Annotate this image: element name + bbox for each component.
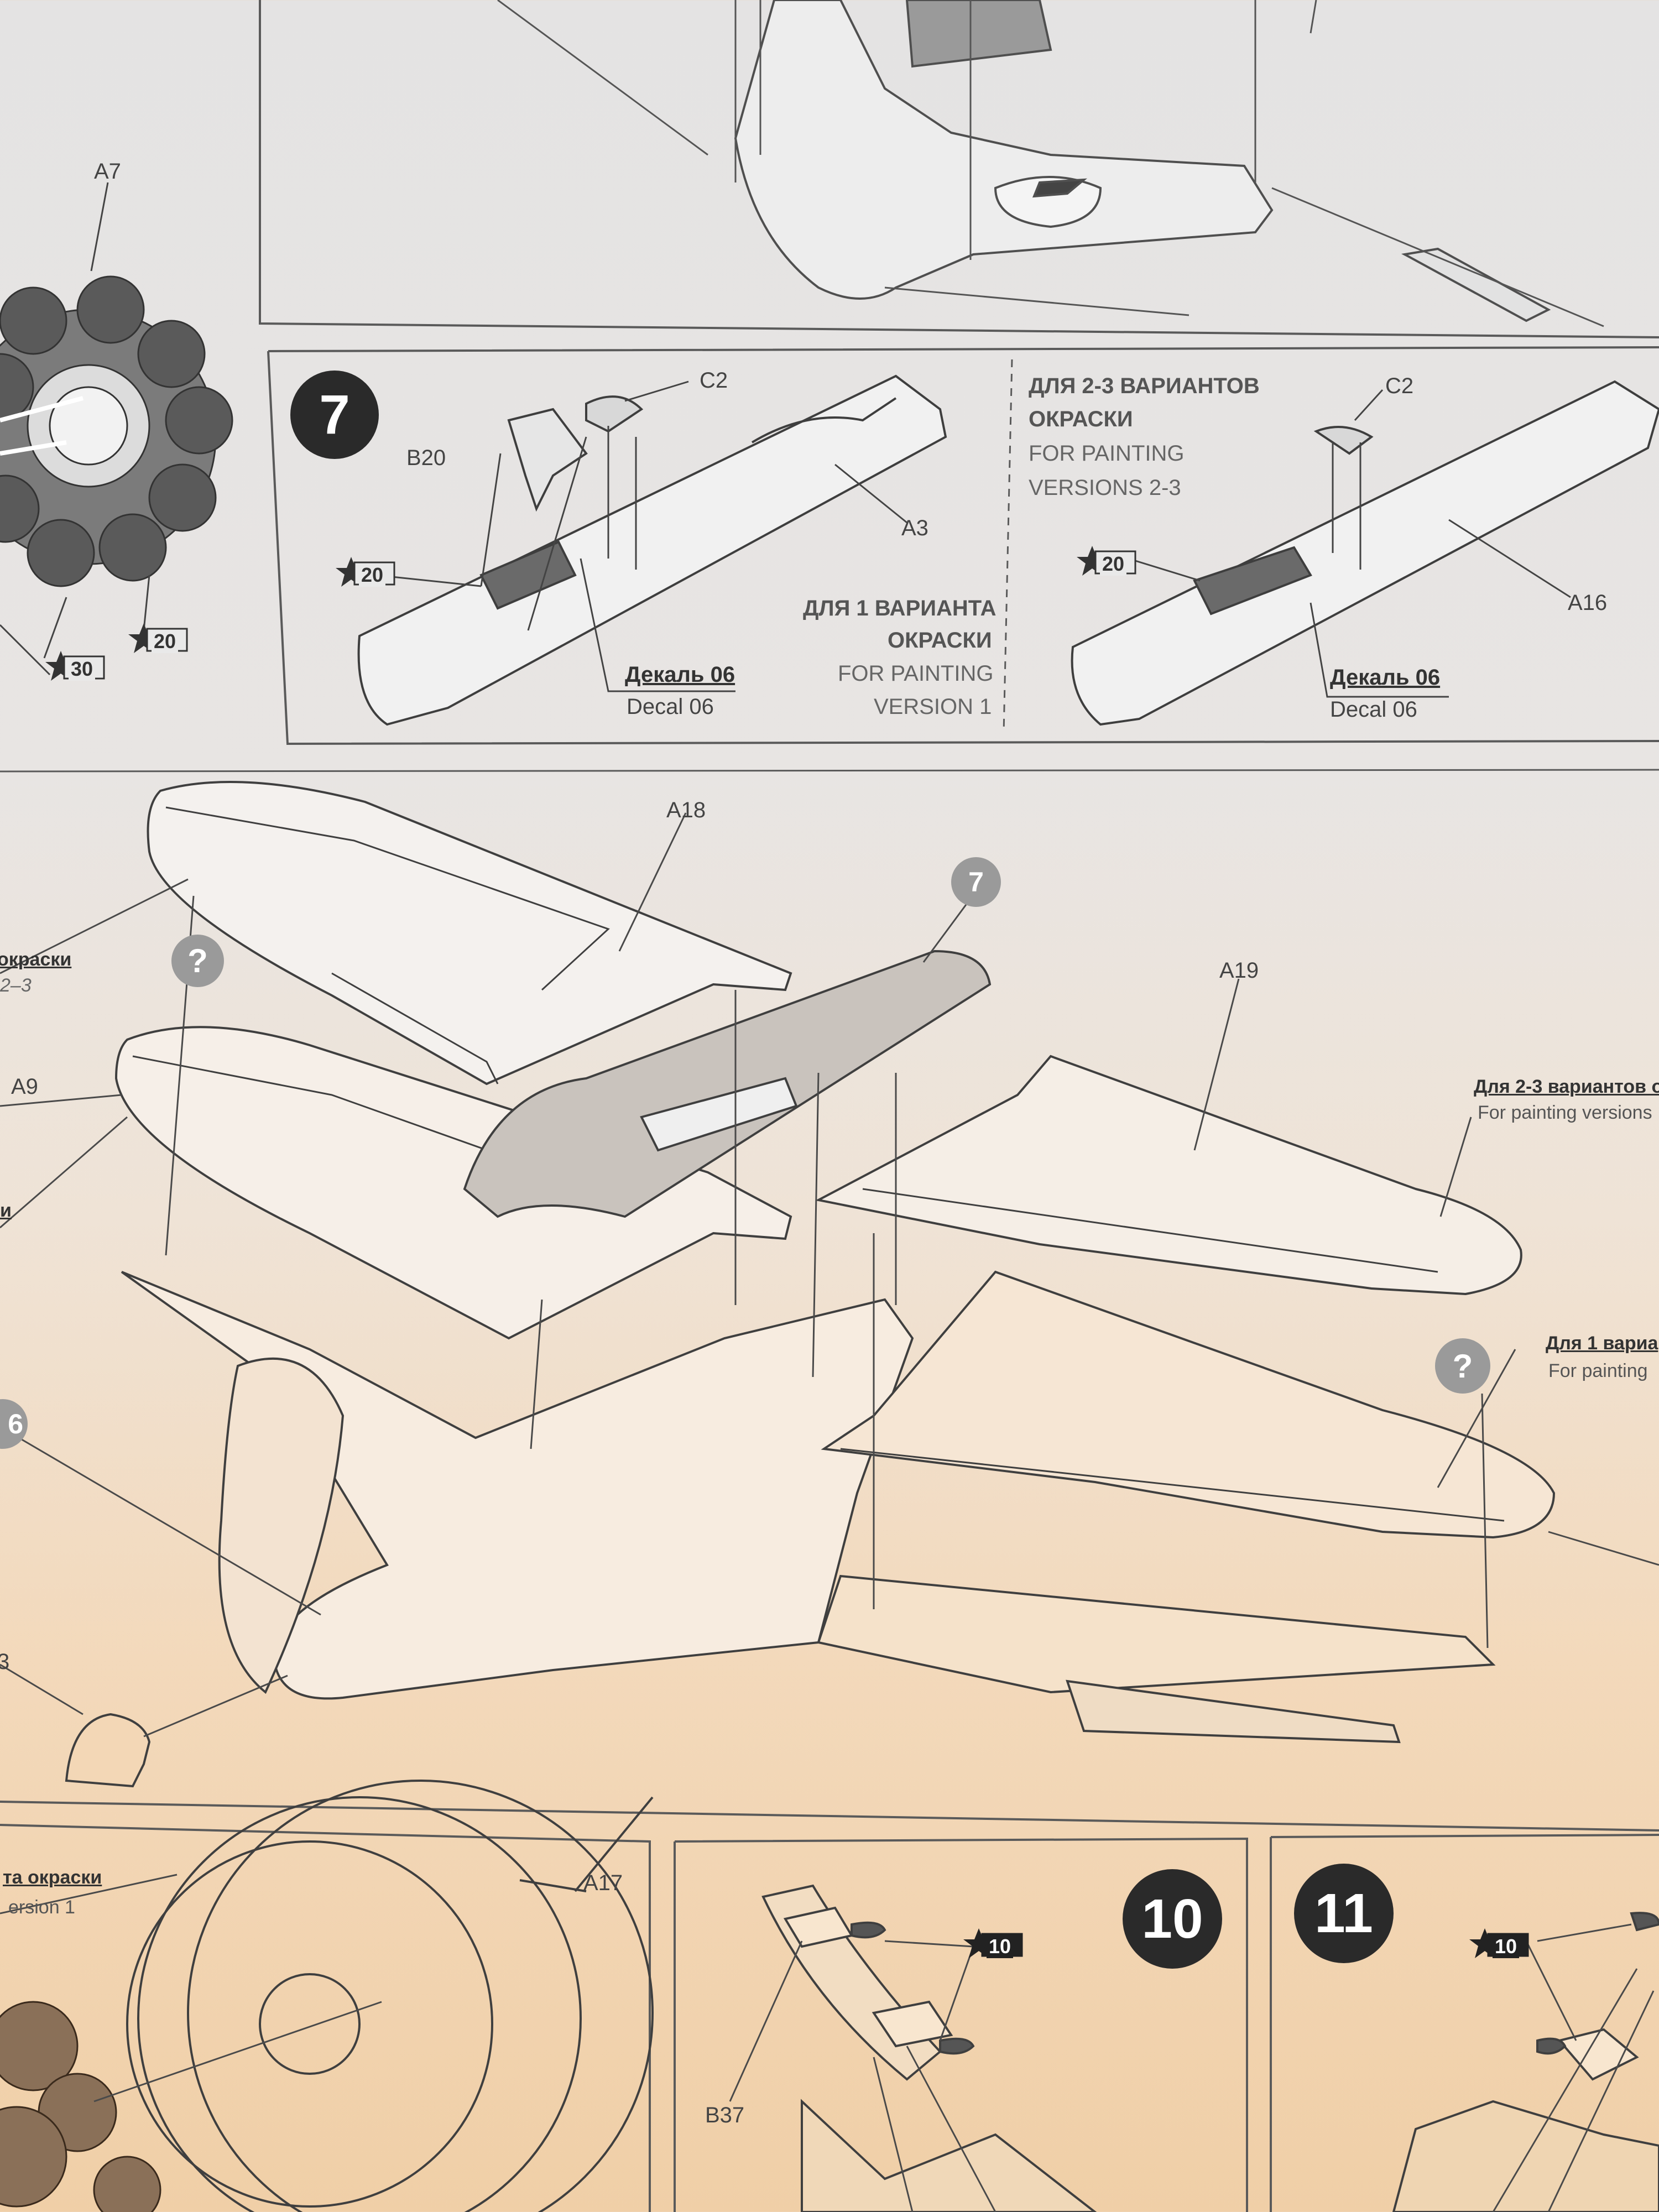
part-label-b37: B37	[705, 2103, 745, 2127]
paint-star-30-engine: 30	[44, 650, 105, 685]
right-versions-2-3-ru: Для 2-3 вариантов о	[1474, 1076, 1659, 1097]
part-label-a17: A17	[583, 1871, 623, 1895]
step-10-badge: 10	[1123, 1869, 1222, 1969]
right-version-1-en: For painting	[1548, 1360, 1648, 1381]
paint-star-20-step7-left-number: 20	[359, 564, 386, 587]
versions-2-3-note-ru-line2: ОКРАСКИ	[1029, 407, 1133, 431]
left-versions-23-note: 2–3	[0, 975, 32, 996]
versions-2-3-note-en-line2: VERSIONS 2-3	[1029, 476, 1181, 500]
paint-star-20-engine: 20	[127, 622, 188, 658]
unknown-step-badge-left: ?	[171, 935, 224, 987]
part-label-c2-left: C2	[700, 368, 728, 393]
decal-06-ru-left: Декаль 06	[625, 662, 735, 687]
engine-drawing	[0, 275, 233, 587]
step-11-badge: 11	[1294, 1864, 1394, 1963]
paint-star-30-engine-number: 30	[69, 658, 96, 681]
paint-star-10-step11: 10	[1468, 1927, 1529, 1963]
paint-star-10-step10: 10	[962, 1927, 1023, 1963]
part-label-a9: A9	[11, 1074, 38, 1099]
part-label-a7: A7	[94, 159, 121, 184]
part-label-a18: A18	[666, 798, 706, 822]
decal-06-ru-right: Декаль 06	[1330, 665, 1441, 690]
part-label-b20: B20	[406, 446, 446, 470]
part-label-a16: A16	[1568, 591, 1608, 615]
right-versions-2-3-en: For painting versions	[1478, 1102, 1652, 1123]
paint-star-20-step7-right: 20	[1076, 545, 1136, 580]
step-7-reference-badge: 7	[951, 857, 1001, 907]
bottom-version-1-ru: та окраски	[3, 1867, 102, 1888]
versions-2-3-note-ru-line1: ДЛЯ 2-3 ВАРИАНТОВ	[1029, 374, 1260, 398]
bottom-version-1-en: ersion 1	[8, 1897, 75, 1918]
version-1-note-ru-line2: ОКРАСКИ	[888, 628, 992, 653]
versions-2-3-note-en-line1: FOR PAINTING	[1029, 441, 1185, 466]
step-7-badge: 7	[290, 371, 379, 459]
part-label-a19: A19	[1219, 958, 1259, 983]
paint-star-10-step11-number: 10	[1493, 1935, 1520, 1958]
version-1-note-en-line2: VERSION 1	[874, 695, 992, 719]
left-i-note: и	[0, 1200, 12, 1221]
version-1-note-en-line1: FOR PAINTING	[838, 661, 994, 686]
part-label-c2-right: C2	[1385, 374, 1414, 398]
decal-06-en-left: Decal 06	[627, 695, 714, 719]
unknown-step-badge-right: ?	[1435, 1338, 1490, 1394]
paint-star-20-step7-left: 20	[335, 556, 395, 591]
paint-star-20-engine-number: 20	[152, 630, 179, 653]
decal-06-en-right: Decal 06	[1330, 697, 1417, 722]
paint-star-10-step10-number: 10	[987, 1935, 1014, 1958]
part-label-partial-3: 3	[0, 1650, 10, 1674]
version-1-note-ru-line1: ДЛЯ 1 ВАРИАНТА	[803, 596, 997, 620]
left-okraski-note: окраски	[0, 949, 72, 970]
right-version-1-ru: Для 1 вариа	[1546, 1333, 1658, 1354]
paint-star-20-step7-right-number: 20	[1100, 552, 1127, 576]
part-label-a3: A3	[901, 516, 928, 540]
